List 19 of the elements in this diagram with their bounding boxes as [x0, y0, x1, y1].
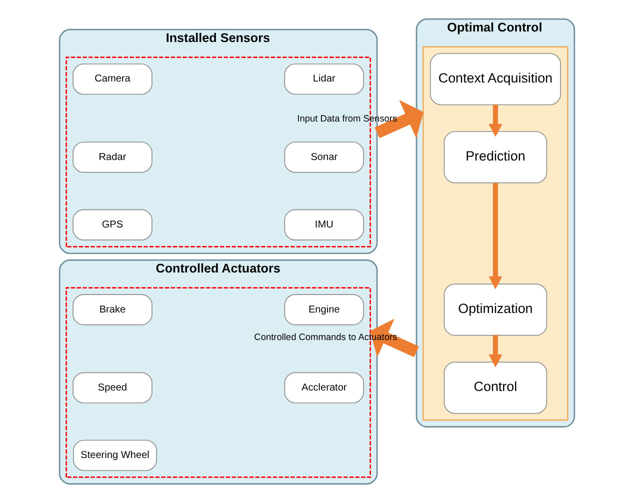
node-box: Camera [72, 63, 152, 94]
node-box: Speed [72, 372, 152, 403]
node-box: Lidar [284, 63, 364, 94]
node-box: Prediction [443, 130, 547, 183]
cluster [422, 46, 568, 420]
node-box: Steering Wheel [72, 439, 157, 470]
node-box: IMU [284, 208, 364, 240]
node-box: Radar [72, 141, 152, 172]
node-box: Brake [72, 294, 152, 325]
node-box: Sonar [284, 141, 364, 172]
node-box: Control [443, 361, 547, 414]
arrow [488, 104, 502, 136]
arrow [488, 334, 502, 367]
node-box: Optimization [443, 283, 547, 336]
node-box: Acclerator [284, 372, 364, 403]
node-box: Context Acquisition [429, 52, 560, 105]
node-box: GPS [72, 208, 152, 240]
node-box: Engine [284, 294, 364, 325]
arrow [488, 182, 502, 289]
